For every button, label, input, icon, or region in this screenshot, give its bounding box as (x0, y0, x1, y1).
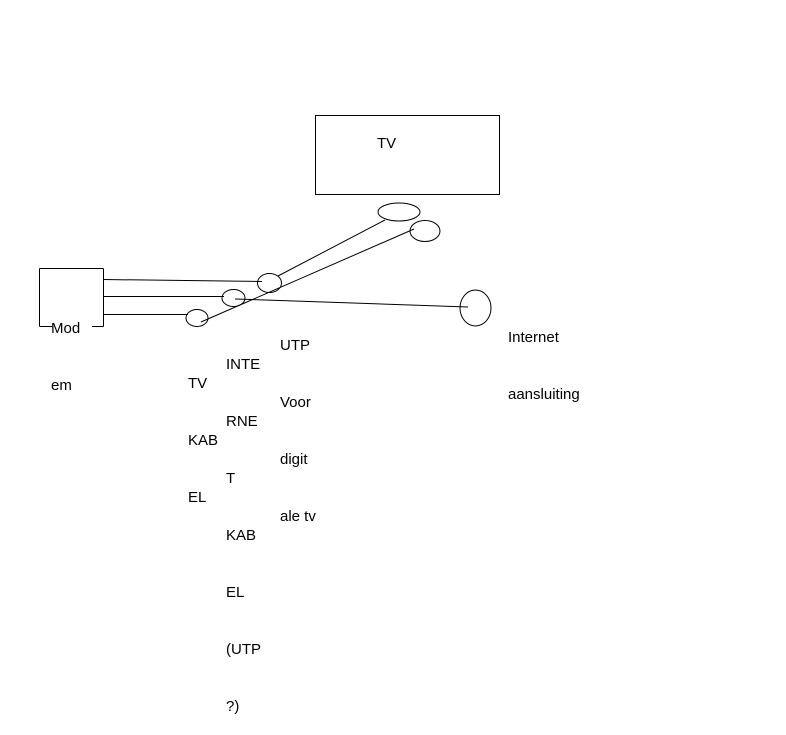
diagram-canvas (39, 115, 500, 327)
tv-cable-label-line: KAB (188, 432, 219, 449)
tv-box (315, 115, 500, 195)
internet-cable-label-line: RNE (226, 413, 258, 430)
tv-label: TV (377, 135, 397, 152)
connector-bottom (185, 309, 209, 327)
internet-outlet-label-line: Internet (508, 329, 559, 346)
tv-cable-label: TV KAB EL (188, 336, 218, 526)
cable-to-tv-input-2 (200, 228, 415, 323)
tv-input-1 (377, 202, 421, 222)
internet-outlet (459, 289, 492, 327)
internet-outlet-label: Internet aansluiting (508, 290, 580, 423)
tv-input-2 (409, 220, 441, 242)
internet-cable-label-line: T (226, 470, 236, 487)
modem-label-line: Mod (51, 320, 81, 337)
internet-outlet-label-line: aansluiting (508, 386, 580, 403)
internet-cable-label-line: INTE (226, 356, 261, 373)
tv-cable-label-line: TV (188, 375, 208, 392)
internet-cable-label-line: KAB (226, 527, 257, 544)
internet-cable-label-line: ?) (226, 698, 240, 715)
cable-to-tv-input-1 (277, 219, 386, 277)
utp-label-line: ale tv (280, 508, 316, 525)
modem-label: Mod em (51, 281, 80, 414)
tv-cable-label-line: EL (188, 489, 207, 506)
internet-cable-label-line: EL (226, 584, 245, 601)
utp-label-line: Voor (280, 394, 311, 411)
cable-to-internet-outlet (234, 298, 469, 308)
modem-label-line: em (51, 377, 72, 394)
utp-label-line: digit (280, 451, 308, 468)
modem-box (39, 268, 104, 327)
internet-cable-label: INTE RNE T KAB EL (UTP ?) (226, 317, 261, 735)
utp-label-line: UTP (280, 337, 310, 354)
connector-middle (221, 289, 246, 307)
internet-cable-label-line: (UTP (226, 641, 261, 658)
utp-label: UTP Voor digit ale tv (280, 298, 316, 545)
connector-top (257, 273, 282, 293)
cable-modem-to-connector-top (102, 279, 263, 282)
